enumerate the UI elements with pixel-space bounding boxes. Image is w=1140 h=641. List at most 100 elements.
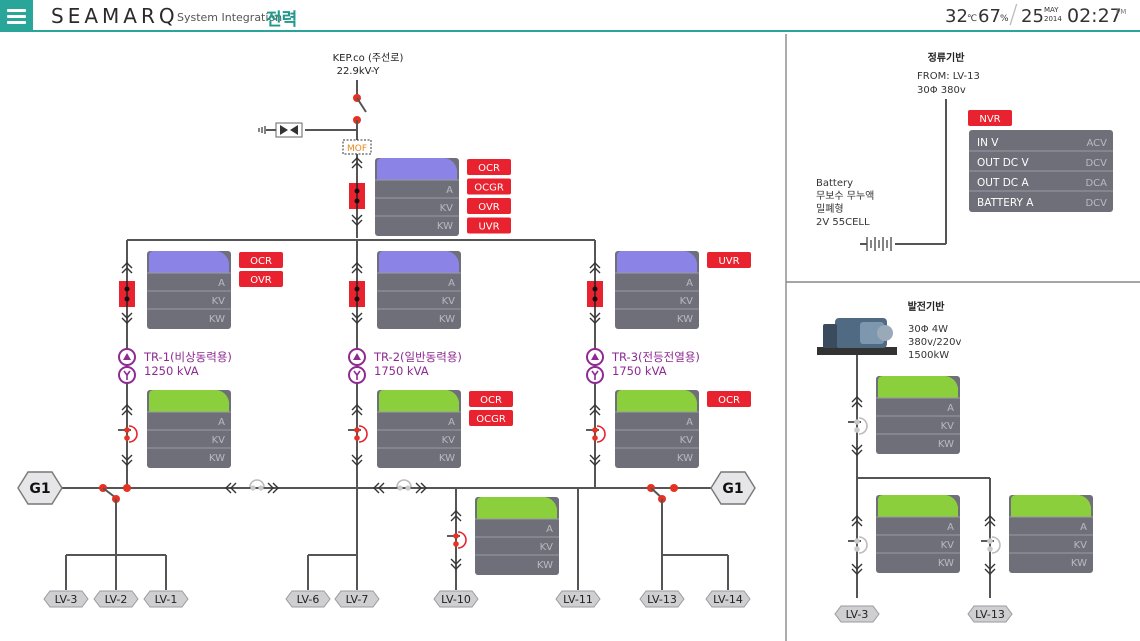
chevron-stroke xyxy=(851,444,863,451)
disconnect-switch-icon[interactable] xyxy=(118,425,138,443)
feeder-breaker-icon[interactable] xyxy=(119,281,135,307)
load-tag-lv-6[interactable]: LV-6 xyxy=(285,590,331,608)
disconnect-switch-icon[interactable] xyxy=(348,425,368,443)
alarm-ocr[interactable]: OCR xyxy=(467,159,511,175)
connector-chevron-icon xyxy=(225,482,237,494)
connector-chevron-icon xyxy=(984,563,996,575)
load-tag-label: LV-6 xyxy=(297,593,320,606)
feeder-breaker-icon[interactable] xyxy=(349,281,365,307)
transformer-name: TR-3(전등전열용) xyxy=(611,350,700,364)
transformer-icon[interactable] xyxy=(118,348,136,384)
load-tag-lv-11[interactable]: LV-11 xyxy=(555,590,601,608)
chevron-stroke xyxy=(225,482,232,494)
alarm-uvr[interactable]: UVR xyxy=(467,217,511,234)
switch-arc xyxy=(358,425,368,443)
gen-board-title: 발전기반 xyxy=(908,300,946,313)
chevron-stroke xyxy=(851,563,863,570)
logo: SEAMARQ xyxy=(51,4,179,28)
diode-icon[interactable] xyxy=(275,122,303,138)
main-breaker-icon[interactable] xyxy=(349,183,365,209)
generator-g1-left[interactable]: G1 xyxy=(17,471,63,505)
generator-engine-icon[interactable] xyxy=(817,318,897,355)
breaker-contact xyxy=(592,296,598,302)
gen-board-spec: 1500kW xyxy=(908,350,949,361)
hamburger-menu-icon[interactable] xyxy=(0,0,33,32)
alarm-badge-bg xyxy=(467,159,511,175)
chevron-stroke xyxy=(589,312,601,319)
chevron-stroke xyxy=(121,262,133,269)
transformer-icon[interactable] xyxy=(586,348,604,384)
alarm-ocgr[interactable]: OCGR xyxy=(469,410,513,426)
load-tag-lv-2[interactable]: LV-2 xyxy=(93,590,139,608)
disconnect-switch-icon[interactable] xyxy=(848,417,868,435)
alarm-ocr[interactable]: OCR xyxy=(707,391,751,407)
alarm-badge-label: UVR xyxy=(478,222,499,233)
switch-contact xyxy=(854,427,860,433)
switch-contact xyxy=(354,435,360,441)
transformer-capacity: 1750 kVA xyxy=(612,364,667,378)
load-tag-lv-1[interactable]: LV-1 xyxy=(143,590,189,608)
load-tag-lv-10[interactable]: LV-10 xyxy=(433,590,479,608)
alarm-ocr[interactable]: OCR xyxy=(239,252,283,268)
load-tag-lv-7[interactable]: LV-7 xyxy=(334,590,380,608)
connector-chevron-icon xyxy=(851,396,863,408)
load-tag-lv-3[interactable]: LV-3 xyxy=(43,590,89,608)
alarm-badge-label: OCR xyxy=(250,256,272,267)
chevron-stroke xyxy=(351,214,363,221)
alarm-nvr[interactable]: NVR xyxy=(968,110,1012,126)
diode-box xyxy=(275,122,303,138)
generator-g1-right[interactable]: G1 xyxy=(710,471,756,505)
disconnect-switch-icon[interactable] xyxy=(396,479,412,491)
alarm-ocgr[interactable]: OCGR xyxy=(467,178,511,195)
chevron-stroke xyxy=(351,312,363,319)
time-value: 02:27 xyxy=(1067,5,1122,27)
generator-label: G1 xyxy=(722,481,743,497)
transformer-icon[interactable] xyxy=(348,348,366,384)
breaker-contact xyxy=(354,188,360,194)
disconnect-switch-icon[interactable] xyxy=(848,536,868,554)
chevron-stroke xyxy=(351,317,363,324)
dc-board-spec: 30Φ 380v xyxy=(917,85,966,96)
load-tag-lv-13[interactable]: LV-13 xyxy=(639,590,685,608)
disconnect-switch-icon[interactable] xyxy=(586,425,606,443)
transformer-name: TR-2(일반동력용) xyxy=(373,350,462,364)
alarm-ovr[interactable]: OVR xyxy=(467,198,511,214)
load-tag-gen-lv-3[interactable]: LV-3 xyxy=(834,605,880,623)
panel-row-unit: A xyxy=(1080,522,1087,533)
top-bar: SEAMARQ System Integration 전력 32 ℃ 67 % … xyxy=(0,0,1140,32)
disconnect-switch-icon[interactable] xyxy=(249,479,265,491)
alarm-badge-label: OVR xyxy=(478,202,500,213)
disconnect-switch-icon[interactable] xyxy=(981,536,1001,554)
load-tag-shape xyxy=(285,590,331,608)
chevron-stroke xyxy=(351,404,363,411)
disconnect-switch-icon[interactable] xyxy=(447,531,467,549)
load-tag-gen-lv-13[interactable]: LV-13 xyxy=(967,605,1013,623)
alarm-badge-label: UVR xyxy=(718,256,739,267)
alarm-ocr[interactable]: OCR xyxy=(469,391,513,407)
alarm-uvr[interactable]: UVR xyxy=(707,252,751,268)
chevron-stroke xyxy=(351,409,363,416)
load-tag-label: LV-1 xyxy=(155,593,178,606)
panel-header xyxy=(377,158,457,180)
panel-header xyxy=(149,390,229,412)
load-tag-lv-14[interactable]: LV-14 xyxy=(705,590,751,608)
load-tag-label: LV-13 xyxy=(647,593,677,606)
chevron-stroke xyxy=(415,482,422,494)
feeder-breaker-icon[interactable] xyxy=(587,281,603,307)
alarm-badge-label: OCR xyxy=(478,163,500,174)
connector-chevron-icon xyxy=(984,515,996,527)
breaker-contact xyxy=(124,286,130,292)
alarm-ovr[interactable]: OVR xyxy=(239,271,283,287)
